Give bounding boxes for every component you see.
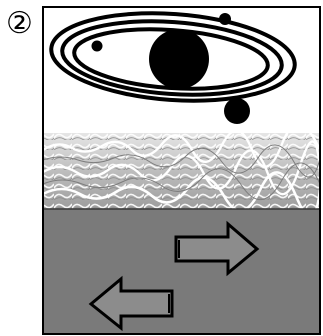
satellite-small-top-icon (219, 13, 231, 25)
satellite-small-left-icon (92, 41, 103, 52)
satellite-medium-icon (224, 98, 250, 124)
lower-band (43, 209, 320, 334)
central-body-icon (149, 29, 209, 89)
wave-band (43, 124, 320, 216)
